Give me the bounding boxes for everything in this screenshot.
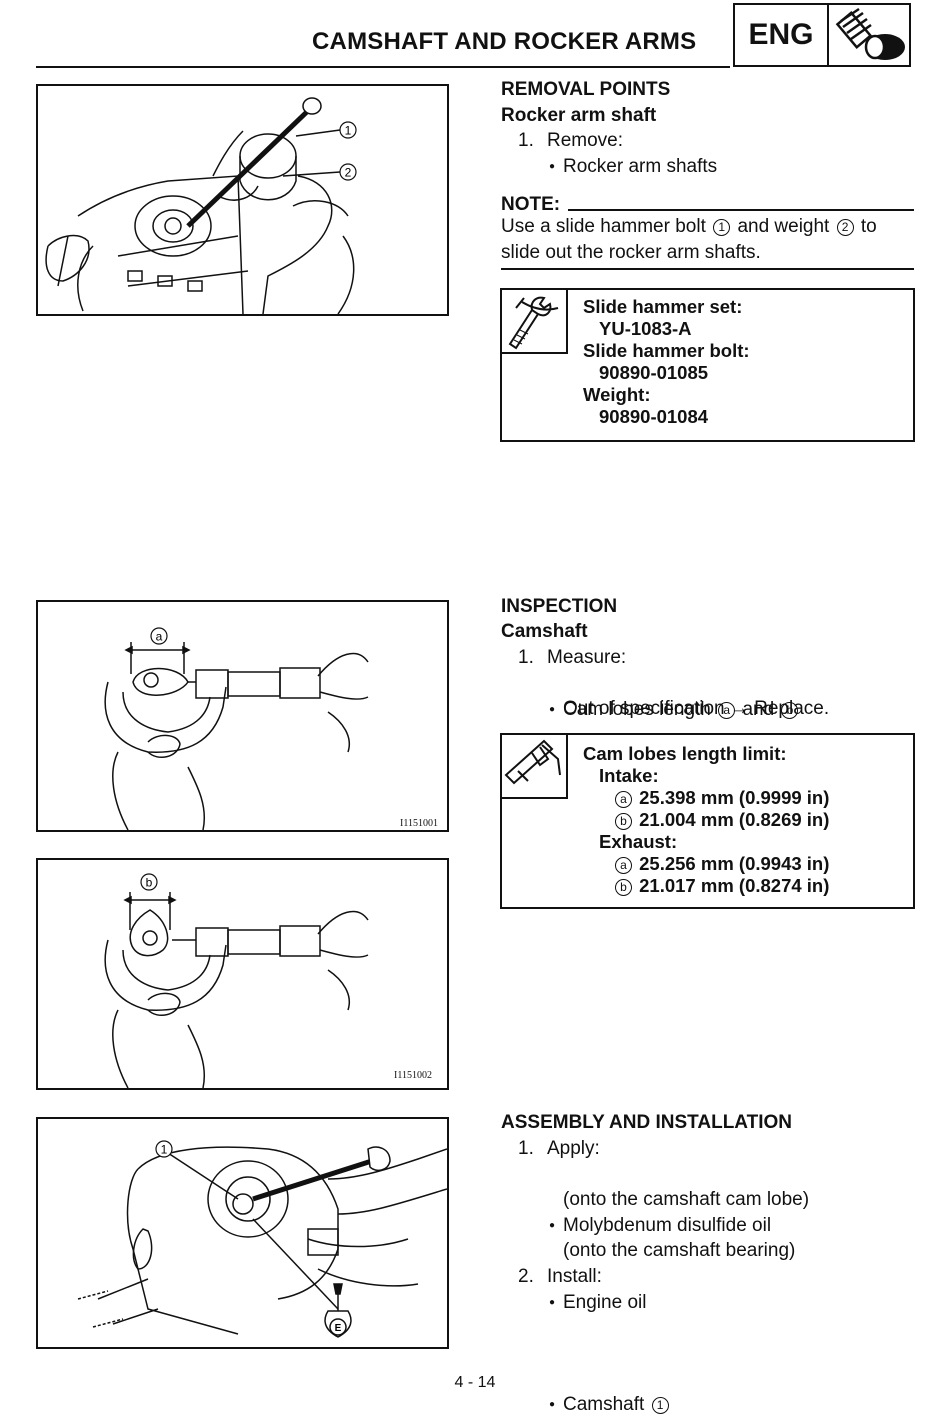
figure-camshaft-install: 1 E [36, 1117, 449, 1349]
limit-box: Cam lobes length limit: Intake: a 25.398… [500, 733, 915, 909]
exhaust-a-value: 25.256 mm (0.9943 in) [639, 853, 830, 874]
assembly-step1: Apply: [547, 1138, 600, 1159]
note-marker-2: 2 [836, 219, 854, 236]
engine-icon [835, 7, 905, 60]
note-line1-c: to [860, 216, 877, 237]
exhaust-a-row: a 25.256 mm (0.9943 in) [613, 853, 829, 875]
intake-b-marker: b [615, 813, 632, 830]
exhaust-b-marker: b [615, 879, 632, 896]
limit-icon-cell [502, 735, 568, 799]
micrometer-b-illustration: b [104, 873, 369, 1089]
micrometer-a-illustration: a [104, 627, 369, 831]
intake-a-row: a 25.398 mm (0.9999 in) [613, 787, 829, 809]
camshaft-install-illustration: 1 E [77, 1140, 448, 1338]
inspection-marker-b: b [781, 701, 799, 719]
tool-line-3: Slide hammer bolt: [583, 340, 750, 361]
note-line2: slide out the rocker arm shafts. [501, 242, 761, 263]
note-top-rule [568, 209, 914, 211]
assembly-bullet1-sub: (onto the camshaft cam lobe) [563, 1189, 810, 1210]
inspection-subheading: Camshaft [501, 621, 588, 642]
figure-code-2: I1151002 [394, 1070, 432, 1081]
tool-line-5: Weight: [583, 384, 651, 405]
caliper-icon [504, 739, 561, 785]
note-line1-b: and weight [737, 216, 830, 237]
inspection-bullet1-a: Cam lobes length [563, 698, 711, 720]
oil-can-marker: E [335, 1323, 342, 1334]
note-marker-1: 1 [713, 219, 731, 236]
tool-icon-cell [502, 290, 568, 354]
intake-label: Intake: [599, 765, 659, 786]
intake-a-marker: a [615, 791, 632, 808]
note-label: NOTE: [501, 194, 561, 215]
figure-micrometer-b: b I1151002 [36, 858, 449, 1090]
section-tag-box: ENG [733, 3, 911, 67]
limit-title: Cam lobes length limit: [583, 743, 787, 764]
inspection-heading: INSPECTION [501, 596, 618, 617]
slide-hammer-illustration: 1 2 [45, 97, 357, 315]
assembly-step2: Install: [547, 1266, 602, 1287]
page-number: 4 - 14 [454, 1374, 496, 1391]
assembly-bullet1: Molybdenum disulfide oil [549, 1213, 950, 1239]
intake-a-value: 25.398 mm (0.9999 in) [639, 787, 830, 808]
tool-line-4: 90890-01085 [599, 362, 709, 383]
tool-line-2: YU-1083-A [599, 318, 692, 339]
assembly-step2-number: 2. [518, 1266, 534, 1287]
dimension-a-marker: a [156, 630, 163, 644]
callout-2: 2 [345, 166, 352, 180]
tool-line-1: Slide hammer set: [583, 296, 743, 317]
removal-bullet1: Rocker arm shafts [549, 154, 950, 180]
intake-b-value: 21.004 mm (0.8269 in) [639, 809, 830, 830]
assembly-bullet2: Engine oil [549, 1290, 950, 1316]
removal-step1-number: 1. [518, 130, 534, 151]
inspection-marker-a: a [718, 701, 736, 719]
callout-1-assembly: 1 [161, 1143, 168, 1157]
assembly-step1-number: 1. [518, 1138, 534, 1159]
exhaust-b-value: 21.017 mm (0.8274 in) [639, 875, 830, 896]
figure-code-1: I1151001 [400, 818, 438, 829]
note-line1-a: Use a slide hammer bolt [501, 216, 706, 237]
section-tag-label: ENG [735, 5, 829, 65]
inspection-step1: Measure: [547, 647, 627, 668]
removal-heading: REMOVAL POINTS [501, 79, 671, 100]
intake-b-row: b 21.004 mm (0.8269 in) [613, 809, 829, 831]
callout-1: 1 [345, 124, 352, 138]
header-rule [36, 66, 730, 68]
page-title: CAMSHAFT AND ROCKER ARMS [312, 28, 697, 55]
assembly-marker-1: 1 [651, 1397, 669, 1414]
exhaust-a-marker: a [615, 857, 632, 874]
tool-line-6: 90890-01084 [599, 406, 709, 427]
removal-step1: Remove: [547, 130, 624, 151]
figure-micrometer-a: a I1151001 [36, 600, 449, 832]
inspection-result: Out of specification → Replace. [563, 698, 830, 719]
inspection-bullet1: Cam lobes length a and b [549, 697, 950, 723]
tool-box: Slide hammer set: YU-1083-A Slide hammer… [500, 288, 915, 442]
assembly-bullet2-sub: (onto the camshaft bearing) [563, 1240, 796, 1261]
assembly-bullet3: Camshaft 1 [549, 1392, 950, 1418]
inspection-step1-number: 1. [518, 647, 534, 668]
wrench-icon [508, 296, 559, 350]
figure-slide-hammer: 1 2 [36, 84, 449, 316]
assembly-heading: ASSEMBLY AND INSTALLATION [501, 1112, 792, 1133]
assembly-bullet3-text: Camshaft [563, 1394, 645, 1415]
inspection-bullet1-b: and [742, 698, 775, 720]
dimension-b-marker: b [146, 876, 153, 890]
note-line1: Use a slide hammer bolt 1 and weight 2 t… [501, 214, 914, 240]
exhaust-b-row: b 21.017 mm (0.8274 in) [613, 875, 829, 897]
exhaust-label: Exhaust: [599, 831, 678, 852]
note-bottom-rule [501, 268, 914, 270]
removal-subheading: Rocker arm shaft [501, 105, 657, 126]
